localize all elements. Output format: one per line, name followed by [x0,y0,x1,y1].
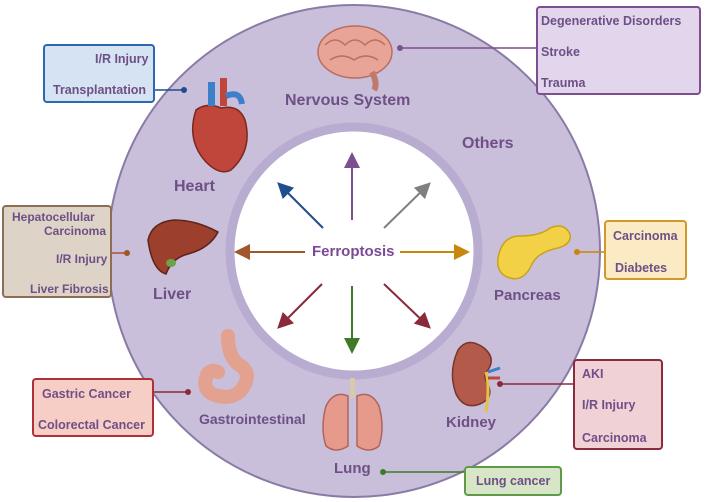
label-gastrointestinal: Gastrointestinal [199,411,306,427]
box-lung-item-1: Lung cancer [476,474,551,488]
stomach-icon [198,329,254,404]
kidney-icon [451,341,501,413]
label-others: Others [462,135,514,152]
connectors [110,45,604,475]
box-heart: I/R Injury Transplantation [43,44,155,103]
brain-icon [317,25,393,92]
lungs-icon [322,378,383,451]
box-gastro-item-1: Gastric Cancer [42,387,131,401]
box-nervous-item-1: Degenerative Disorders [541,14,682,28]
box-lung: Lung cancer [464,466,562,496]
box-liver: Hepatocellular Carcinoma I/R Injury Live… [2,205,112,298]
box-liver-item-2: Carcinoma [44,224,107,238]
box-gastro-item-2: Colorectal Cancer [38,418,145,432]
pancreas-icon [497,225,571,280]
box-pancreas-item-1: Carcinoma [613,229,678,243]
box-heart-item-1: I/R Injury [95,52,149,66]
box-kidney: AKI I/R Injury Carcinoma [573,359,663,450]
box-liver-item-3: I/R Injury [56,252,108,266]
box-heart-item-2: Transplantation [53,83,147,97]
box-liver-item-4: Liver Fibrosis [30,282,109,296]
box-kidney-item-3: Carcinoma [582,431,647,445]
label-lung: Lung [334,460,371,477]
box-pancreas: Carcinoma Diabetes [604,220,687,280]
arrow-kidney [383,283,431,329]
heart-organ-icon [191,78,248,173]
box-kidney-item-1: AKI [582,367,604,381]
label-heart: Heart [174,178,215,195]
arrow-heart [277,182,324,229]
arrow-gastro [277,283,323,329]
label-pancreas: Pancreas [494,287,561,304]
box-pancreas-item-2: Diabetes [615,261,668,275]
arrow-others [383,182,431,229]
box-liver-item-1: Hepatocellular [12,210,95,224]
box-nervous: Degenerative Disorders Stroke Trauma [536,6,701,95]
arrows [234,152,470,354]
ferroptosis-label: Ferroptosis [312,243,395,260]
label-kidney: Kidney [446,414,497,431]
label-liver: Liver [153,286,192,303]
label-nervous-system: Nervous System [285,92,411,109]
box-gastro: Gastric Cancer Colorectal Cancer [32,378,154,437]
box-nervous-item-2: Stroke [541,45,580,59]
liver-icon [147,219,219,275]
box-nervous-item-3: Trauma [541,76,586,90]
box-kidney-item-2: I/R Injury [582,398,636,412]
